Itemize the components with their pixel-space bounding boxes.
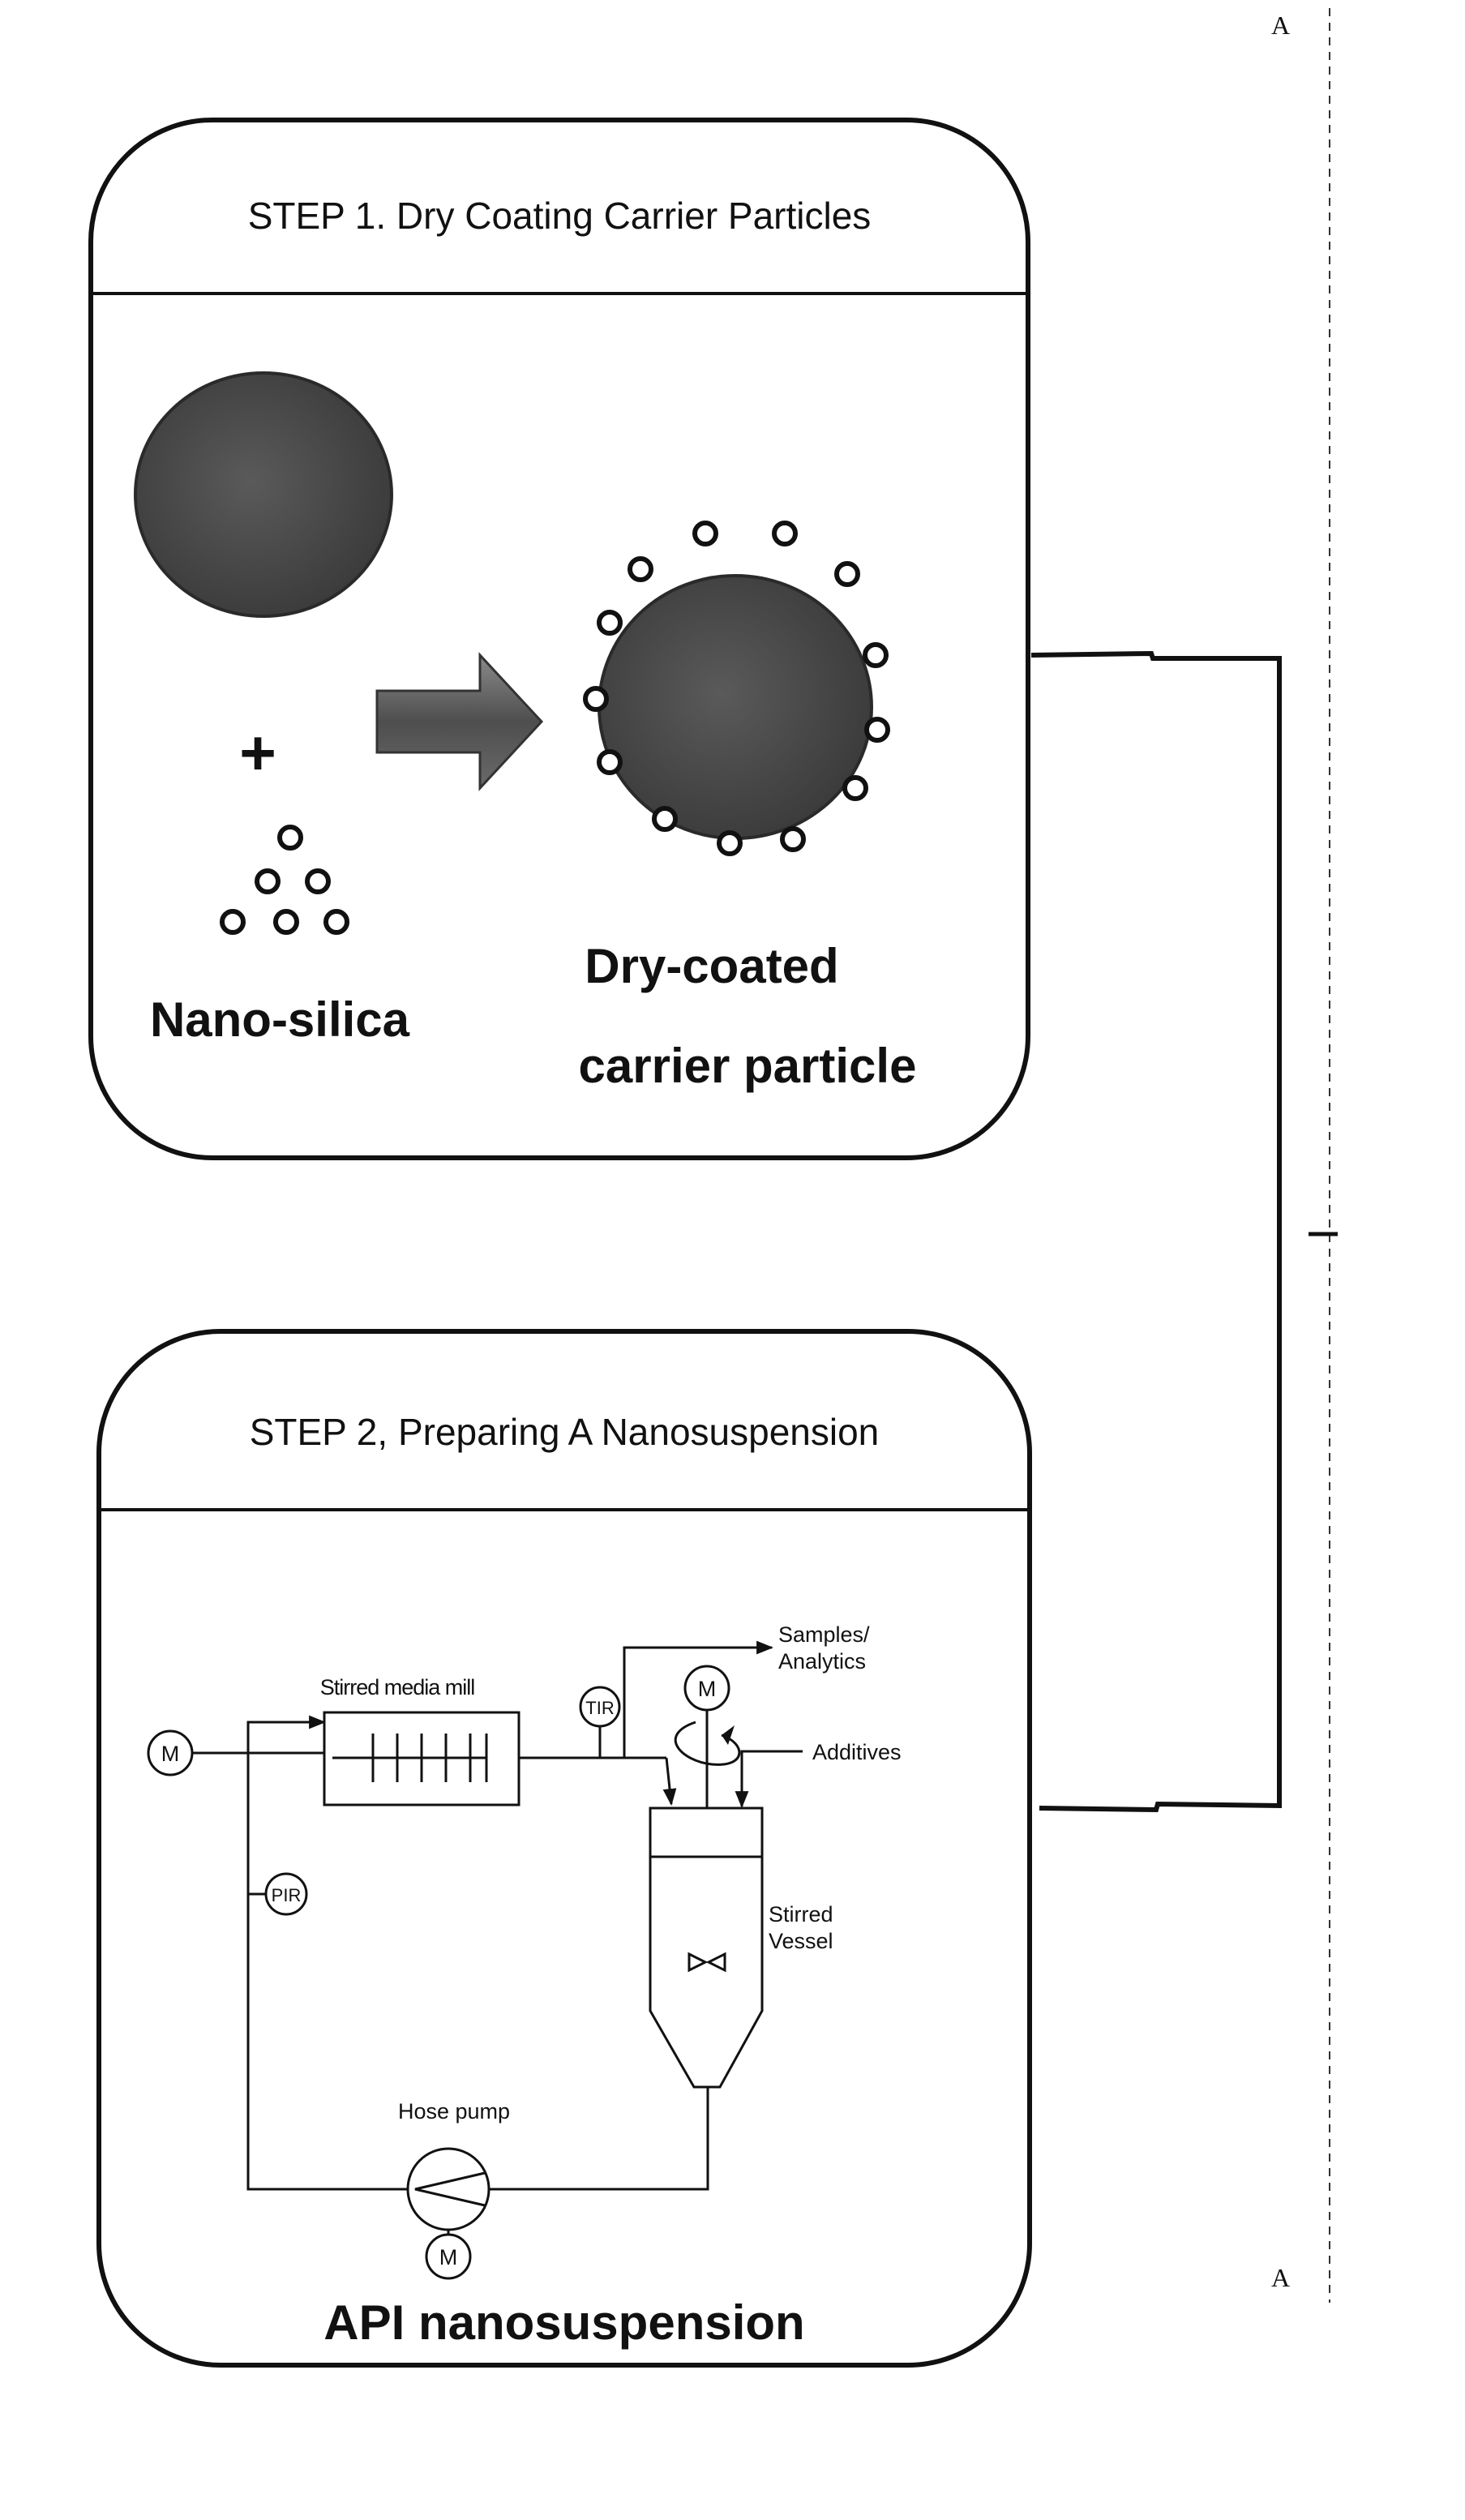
dry-coated-label-line1: Dry-coated — [585, 939, 838, 993]
step1-panel: STEP 1. Dry Coating Carrier Particles + … — [91, 120, 1028, 1158]
vessel-motor-label: M — [698, 1677, 717, 1701]
pir-label: PIR — [272, 1885, 302, 1905]
dry-coated-label-line2: carrier particle — [579, 1039, 917, 1093]
step2-title: STEP 2, Preparing A Nanosuspension — [250, 1411, 880, 1453]
hose-pump — [408, 2149, 489, 2230]
tir-instrument: TIR — [580, 1687, 619, 1726]
step1-title: STEP 1. Dry Coating Carrier Particles — [248, 195, 872, 237]
stirred-media-mill — [324, 1712, 519, 1805]
additives-label: Additives — [812, 1740, 902, 1764]
pump-motor-label: M — [439, 2245, 458, 2269]
samples-label-line2: Analytics — [778, 1649, 866, 1674]
vessel-label-line1: Stirred — [769, 1902, 833, 1926]
samples-label-line1: Samples/ — [778, 1622, 870, 1647]
pump-motor: M — [426, 2235, 470, 2278]
pir-instrument: PIR — [266, 1874, 306, 1914]
step2-panel: STEP 2, Preparing A Nanosuspension — [99, 1331, 1030, 2365]
vessel-motor: M — [685, 1666, 729, 1710]
hose-pump-label: Hose pump — [398, 2099, 510, 2124]
mill-label: Stirred media mill — [320, 1675, 475, 1699]
plus-sign: + — [239, 717, 276, 788]
section-mark-bottom: A — [1271, 2263, 1290, 2292]
dry-coated-particle — [599, 576, 872, 838]
mill-motor: M — [148, 1731, 192, 1775]
carrier-particle — [135, 373, 392, 616]
nano-silica-label: Nano-silica — [150, 992, 410, 1047]
api-nanosuspension-label: API nanosuspension — [323, 2295, 804, 2350]
connector-bracket — [1031, 654, 1279, 1810]
section-mark-top: A — [1271, 11, 1290, 40]
tir-label: TIR — [585, 1698, 614, 1718]
vessel-label-line2: Vessel — [769, 1929, 833, 1953]
mill-motor-label: M — [161, 1742, 180, 1766]
